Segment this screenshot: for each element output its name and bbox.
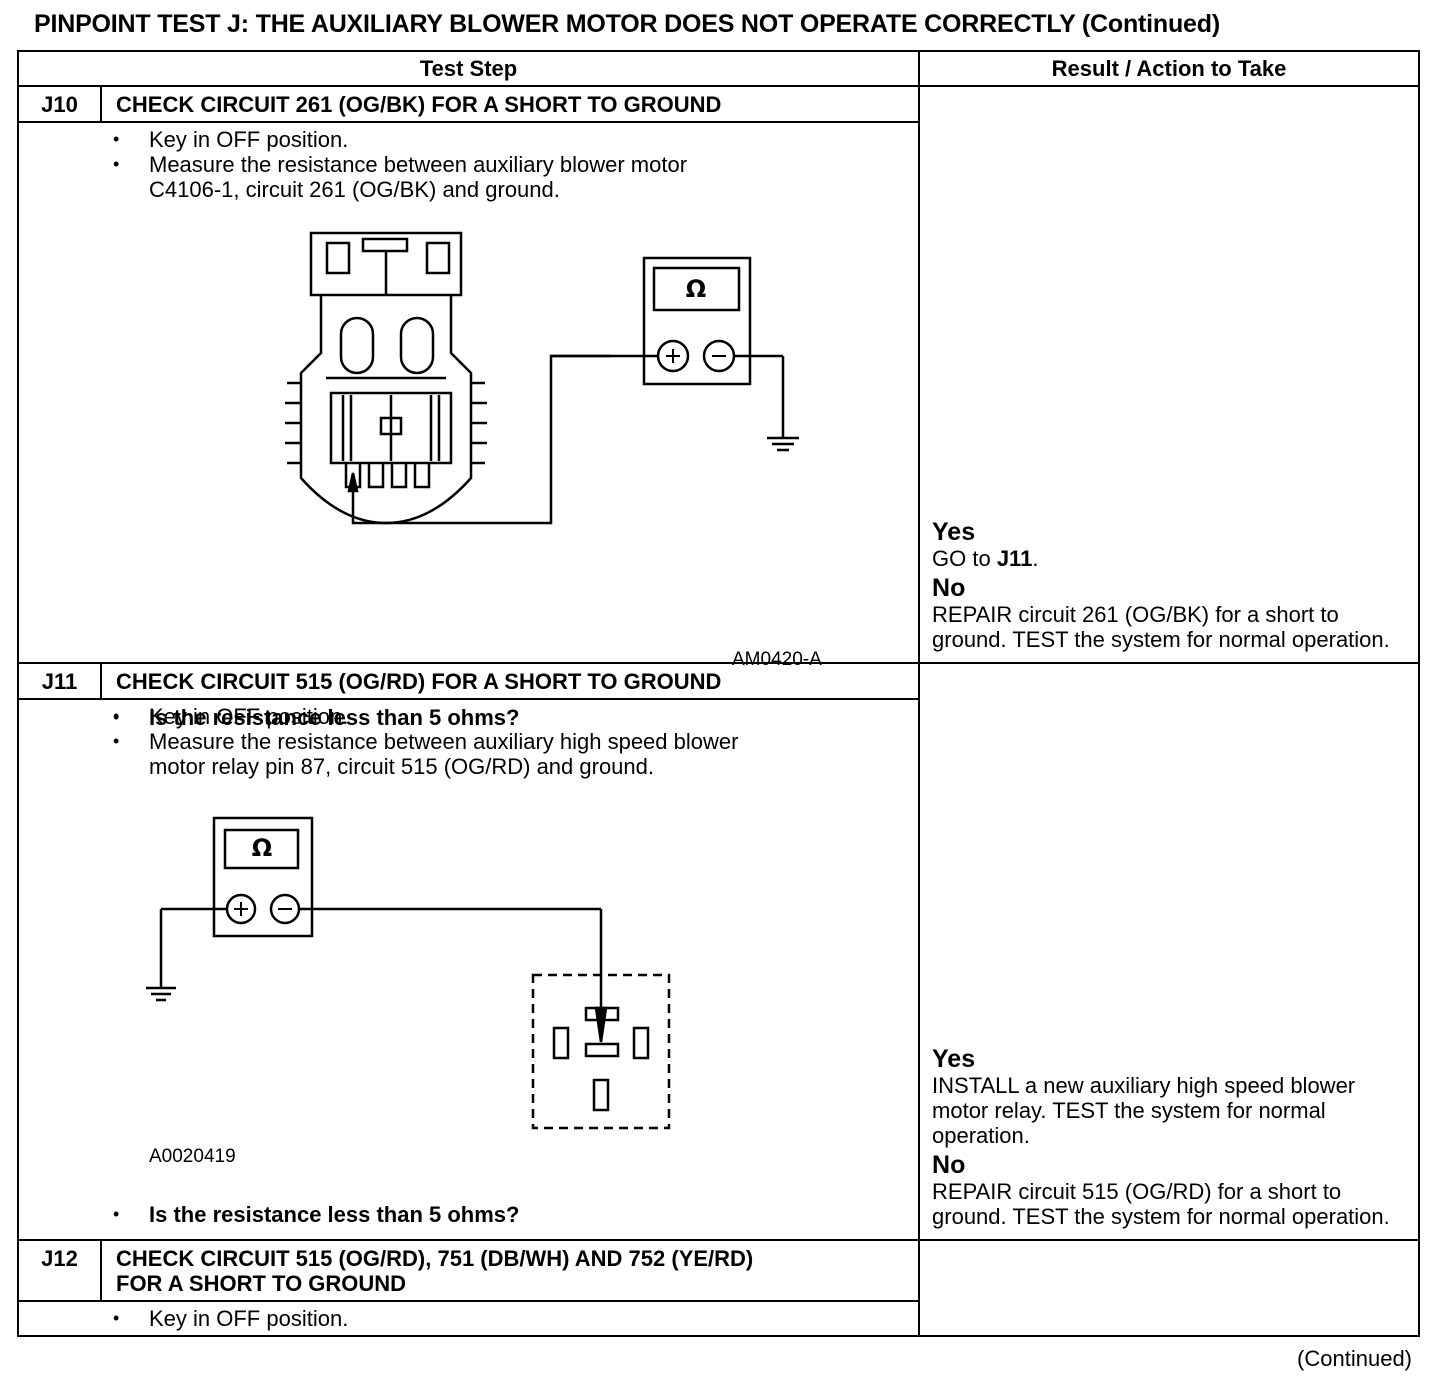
yes-action: INSTALL a new auxiliary high speed blowe… xyxy=(932,1073,1356,1148)
bullet-list-j11: Key in OFF position. Measure the resista… xyxy=(101,704,738,779)
bullet-item: Measure the resistance between auxiliary… xyxy=(101,729,738,779)
yes-label: Yes xyxy=(932,1045,976,1073)
bullet-item: Key in OFF position. xyxy=(101,1306,348,1331)
yes-action: GO to J11. xyxy=(932,546,1039,571)
page-title: PINPOINT TEST J: THE AUXILIARY BLOWER MO… xyxy=(34,10,1220,38)
step-id-j11: J11 xyxy=(17,662,102,700)
step-reference-j11: J11 xyxy=(996,546,1033,571)
result-cell-j10: Yes GO to J11. No REPAIR circuit 261 (OG… xyxy=(918,85,1421,664)
question-j11: Is the resistance less than 5 ohms? xyxy=(101,1202,519,1227)
step-heading-row: J11 CHECK CIRCUIT 515 (OG/RD) FOR A SHOR… xyxy=(17,662,1421,1241)
step-heading-j10: CHECK CIRCUIT 261 (OG/BK) FOR A SHORT TO… xyxy=(99,85,921,123)
header-result-action: Result / Action to Take xyxy=(918,50,1421,87)
result-block-j11: Yes INSTALL a new auxiliary high speed b… xyxy=(932,1046,1410,1233)
table-header-row: Test Step Result / Action to Take xyxy=(16,50,1421,87)
step-body-row: Key in OFF position. Measure the resista… xyxy=(17,698,1419,1241)
figure-label-j10: AM0420-A xyxy=(732,649,822,670)
step-body-row: Key in OFF position. xyxy=(17,1300,1419,1337)
blower-motor-connector-diagram: Ω xyxy=(285,231,799,525)
step-body-j12: Key in OFF position. xyxy=(101,1300,921,1337)
no-label: No xyxy=(932,1151,966,1179)
bullet-item: Key in OFF position. xyxy=(101,704,738,729)
no-action: REPAIR circuit 261 (OG/BK) for a short t… xyxy=(932,602,1390,652)
no-label: No xyxy=(932,574,966,602)
bullet-item: Key in OFF position. xyxy=(101,127,687,152)
bullet-item: Measure the resistance between auxiliary… xyxy=(101,152,687,202)
step-heading-row: J12 CHECK CIRCUIT 515 (OG/RD), 751 (DB/W… xyxy=(17,1239,1421,1337)
step-id-j12: J12 xyxy=(17,1239,102,1302)
continued-note: (Continued) xyxy=(1297,1346,1412,1371)
ohm-symbol: Ω xyxy=(252,834,272,862)
result-cell-j12 xyxy=(918,1239,1421,1337)
figure-label-j11: A0020419 xyxy=(149,1146,236,1167)
relay-socket-diagram: Ω xyxy=(146,816,671,1130)
step-heading-j11: CHECK CIRCUIT 515 (OG/RD) FOR A SHORT TO… xyxy=(99,662,921,700)
step-heading-row: J10 CHECK CIRCUIT 261 (OG/BK) FOR A SHOR… xyxy=(17,85,1421,664)
result-block-j10: Yes GO to J11. No REPAIR circuit 261 (OG… xyxy=(932,519,1410,656)
step-id-j10: J10 xyxy=(17,85,102,123)
step-heading-j12: CHECK CIRCUIT 515 (OG/RD), 751 (DB/WH) A… xyxy=(99,1239,921,1302)
step-body-j10: Key in OFF position. Measure the resista… xyxy=(101,121,921,730)
header-test-step: Test Step xyxy=(16,50,921,87)
result-cell-j11: Yes INSTALL a new auxiliary high speed b… xyxy=(918,662,1421,1241)
yes-label: Yes xyxy=(932,518,976,546)
step-body-j11: Key in OFF position. Measure the resista… xyxy=(101,698,921,1241)
bullet-list-j10: Key in OFF position. Measure the resista… xyxy=(101,127,687,202)
bullet-list-j12: Key in OFF position. xyxy=(101,1306,348,1331)
pinpoint-test-table: Test Step Result / Action to Take J10 CH… xyxy=(16,50,1421,1337)
no-action: REPAIR circuit 515 (OG/RD) for a short t… xyxy=(932,1179,1390,1229)
ohm-symbol: Ω xyxy=(686,275,706,303)
